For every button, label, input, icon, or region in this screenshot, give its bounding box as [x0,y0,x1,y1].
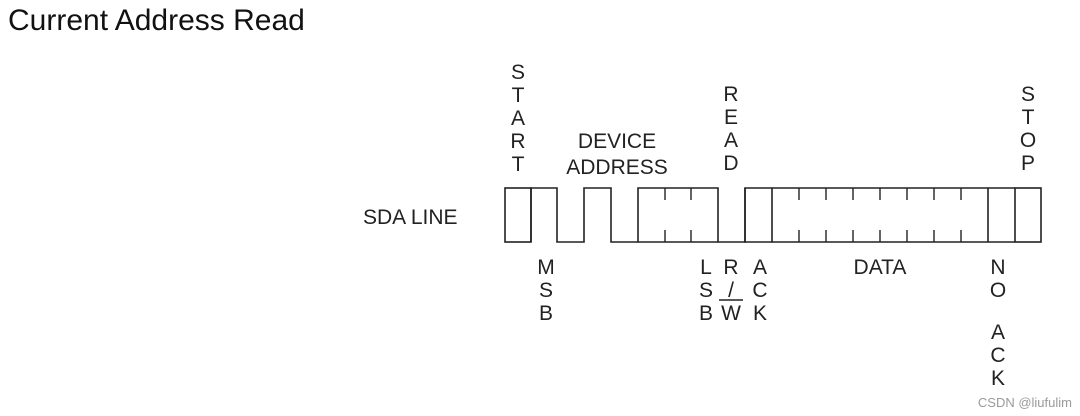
stop-condition-box [1014,187,1042,243]
read-letter: D [723,152,738,175]
start-letter: T [512,153,525,176]
rw-bottom-letter: W [721,302,741,325]
ack-letter: C [752,279,767,302]
lsb-letter: S [699,279,713,302]
read-letter: R [723,83,738,106]
device-address-label-line1: DEVICE [578,130,656,153]
sda-waveform [504,187,1042,243]
rw-top-letter: R [723,256,738,279]
start-label: S T A R T [510,61,525,176]
msb-letter: M [537,256,555,279]
read-letter: E [724,106,738,129]
ack-label: A C K [752,256,767,325]
stop-letter: O [1020,129,1036,152]
start-condition-box [504,187,532,243]
ack-letter: A [753,256,767,279]
stop-letter: S [1021,83,1035,106]
page-title: Current Address Read [8,4,305,37]
watermark: CSDN @liufulim [977,395,1072,410]
rw-label: R / W [719,256,743,325]
start-letter: T [512,84,525,107]
sda-signal-trace [530,187,988,243]
read-label: R E A D [723,83,738,175]
no-ack-letter: A [991,321,1005,344]
data-label: DATA [854,256,907,279]
sda-line-label: SDA LINE [363,206,458,229]
start-letter: A [511,107,525,130]
no-ack-label: N O A C K [990,256,1006,390]
stop-letter: T [1022,106,1035,129]
no-ack-letter: C [990,344,1005,367]
ack-and-data-trace [744,188,773,243]
lsb-letter: B [699,302,713,325]
msb-letter: S [539,279,553,302]
msb-label: M S B [537,256,555,325]
read-letter: A [724,129,738,152]
no-ack-letter: K [991,367,1005,390]
start-letter: S [511,61,525,84]
device-address-label-line2: ADDRESS [566,156,668,179]
ack-letter: K [753,302,767,325]
bit-ticks [664,188,962,242]
start-letter: R [510,130,525,153]
lsb-label: L S B [699,256,713,325]
stop-label: S T O P [1020,83,1036,175]
lsb-letter: L [700,256,712,279]
rw-slash: / [728,279,734,302]
stop-letter: P [1021,152,1035,175]
no-letter: O [990,279,1006,302]
no-letter: N [990,256,1005,279]
msb-letter: B [539,302,553,325]
